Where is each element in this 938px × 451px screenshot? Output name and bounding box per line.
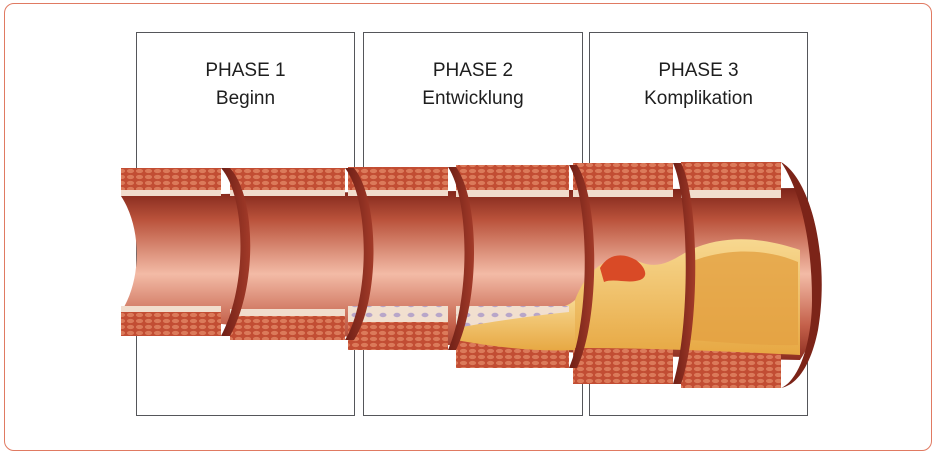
lipid-core <box>690 251 798 345</box>
artery-illustration <box>0 0 938 441</box>
